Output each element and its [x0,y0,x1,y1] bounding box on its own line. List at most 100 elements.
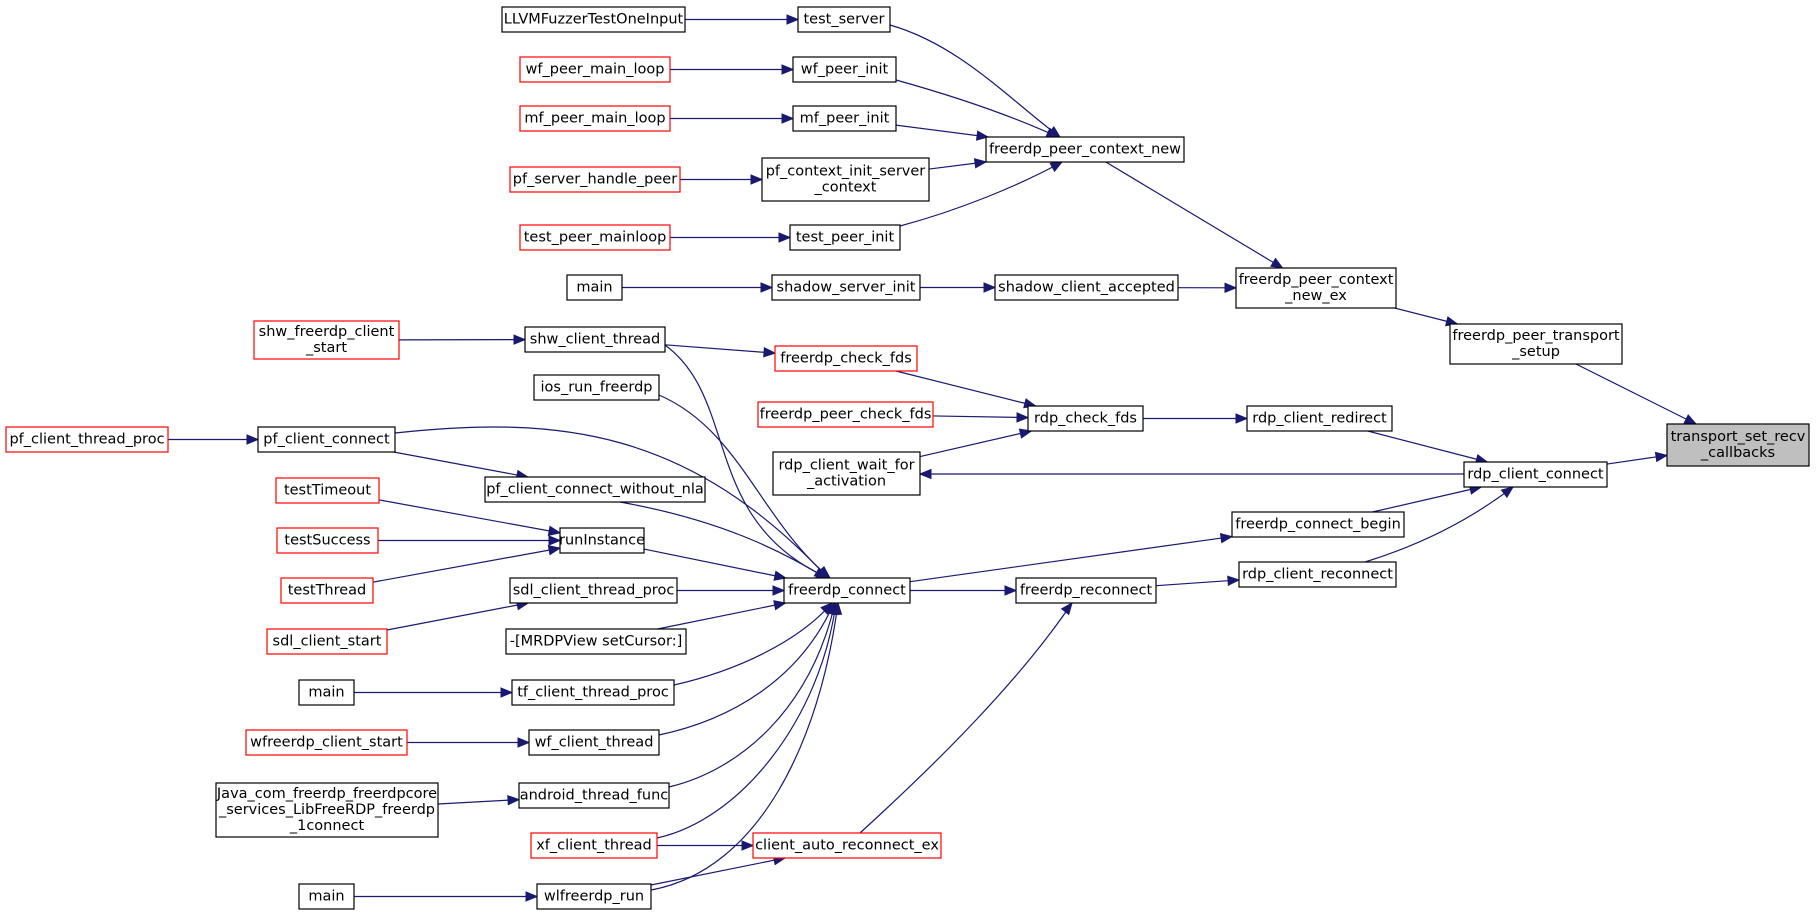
node-box[interactable] [772,451,921,496]
node-pf_context_init_server_context[interactable]: pf_context_init_server_context [761,157,930,202]
node-box[interactable] [280,577,374,604]
node-box[interactable] [1027,405,1144,432]
node-shw_client_thread[interactable]: shw_client_thread [524,326,666,353]
node-box[interactable] [253,320,400,360]
node-wfreerdp_client_start[interactable]: wfreerdp_client_start [245,729,408,756]
node-box[interactable] [511,679,675,706]
node-main_3[interactable]: main [298,883,355,910]
node-pf_server_handle_peer[interactable]: pf_server_handle_peer [509,166,681,193]
node-main_2[interactable]: main [298,679,355,706]
node-box[interactable] [1015,577,1157,604]
node-shw_freerdp_client_start[interactable]: shw_freerdp_client_start [253,320,400,360]
node-box[interactable] [519,105,671,132]
node-android_thread_func[interactable]: android_thread_func [518,782,670,809]
node-box[interactable] [1235,267,1397,309]
node-pf_client_connect[interactable]: pf_client_connect [257,426,396,453]
node-sdl_client_start[interactable]: sdl_client_start [266,628,388,655]
node-xf_client_thread[interactable]: xf_client_thread [530,832,658,859]
node-box[interactable] [275,477,380,504]
node-box[interactable] [761,157,930,202]
node-rdp_client_connect[interactable]: rdp_client_connect [1463,461,1608,488]
node-box[interactable] [1666,423,1810,467]
node-box[interactable] [566,274,623,301]
node-box[interactable] [792,56,897,83]
node-freerdp_connect_begin[interactable]: freerdp_connect_begin [1231,511,1405,538]
node-freerdp_connect[interactable]: freerdp_connect [783,577,911,604]
node-box[interactable] [519,224,671,251]
node-shadow_server_init[interactable]: shadow_server_init [771,274,921,301]
node-box[interactable] [1449,323,1623,365]
node-box[interactable] [533,374,660,401]
node-freerdp_peer_context_new[interactable]: freerdp_peer_context_new [985,136,1185,163]
node-wf_client_thread[interactable]: wf_client_thread [528,729,660,756]
node-box[interactable] [752,832,942,859]
node-box[interactable] [484,476,706,503]
node-box[interactable] [509,577,678,604]
node-box[interactable] [771,274,921,301]
node-box[interactable] [519,56,671,83]
node-pf_client_connect_without_nla[interactable]: pf_client_connect_without_nla [484,476,706,503]
node-mf_peer_main_loop[interactable]: mf_peer_main_loop [519,105,671,132]
node-llvmfuzzer[interactable]: LLVMFuzzerTestOneInput [501,6,686,33]
node-box[interactable] [509,166,681,193]
node-box[interactable] [518,782,670,809]
node-test_peer_init[interactable]: test_peer_init [789,224,901,251]
node-transport_set_recv_callbacks[interactable]: transport_set_recv_callbacks [1666,423,1810,467]
node-box[interactable] [1238,561,1397,588]
node-freerdp_peer_transport_setup[interactable]: freerdp_peer_transport_setup [1449,323,1623,365]
node-box[interactable] [757,401,934,428]
node-box[interactable] [524,326,666,353]
node-testTimeout[interactable]: testTimeout [275,477,380,504]
node-box[interactable] [215,782,439,838]
node-rdp_client_reconnect[interactable]: rdp_client_reconnect [1238,561,1397,588]
node-box[interactable] [530,832,658,859]
node-box[interactable] [1231,511,1405,538]
node-sdl_client_thread_proc[interactable]: sdl_client_thread_proc [509,577,678,604]
node-freerdp_peer_context_new_ex[interactable]: freerdp_peer_context_new_ex [1235,267,1397,309]
node-mrdpview_setcursor[interactable]: -[MRDPView setCursor:] [505,628,687,655]
node-box[interactable] [559,527,645,554]
node-box[interactable] [5,426,169,453]
node-ios_run_freerdp[interactable]: ios_run_freerdp [533,374,660,401]
node-freerdp_peer_check_fds[interactable]: freerdp_peer_check_fds [757,401,934,428]
node-box[interactable] [985,136,1185,163]
node-box[interactable] [298,883,355,910]
node-box[interactable] [783,577,911,604]
node-box[interactable] [528,729,660,756]
node-wf_peer_main_loop[interactable]: wf_peer_main_loop [519,56,671,83]
node-box[interactable] [1463,461,1608,488]
node-rdp_client_wait_for_activation[interactable]: rdp_client_wait_for_activation [772,451,921,496]
node-box[interactable] [505,628,687,655]
node-main_1[interactable]: main [566,274,623,301]
node-box[interactable] [789,224,901,251]
node-shadow_client_accepted[interactable]: shadow_client_accepted [994,274,1179,301]
node-wlfreerdp_run[interactable]: wlfreerdp_run [536,883,652,910]
node-rdp_check_fds[interactable]: rdp_check_fds [1027,405,1144,432]
node-box[interactable] [994,274,1179,301]
node-box[interactable] [257,426,396,453]
node-box[interactable] [245,729,408,756]
node-rdp_client_redirect[interactable]: rdp_client_redirect [1246,405,1393,432]
node-testSuccess[interactable]: testSuccess [276,527,379,554]
node-java_libfreerdp_connect[interactable]: Java_com_freerdp_freerdpcore_services_Li… [215,782,439,838]
node-pf_client_thread_proc[interactable]: pf_client_thread_proc [5,426,169,453]
node-testThread[interactable]: testThread [280,577,374,604]
node-freerdp_reconnect[interactable]: freerdp_reconnect [1015,577,1157,604]
node-box[interactable] [536,883,652,910]
node-test_peer_mainloop[interactable]: test_peer_mainloop [519,224,671,251]
node-box[interactable] [266,628,388,655]
node-box[interactable] [792,105,897,132]
node-tf_client_thread_proc[interactable]: tf_client_thread_proc [511,679,675,706]
node-freerdp_check_fds[interactable]: freerdp_check_fds [774,345,918,372]
node-wf_peer_init[interactable]: wf_peer_init [792,56,897,83]
node-box[interactable] [276,527,379,554]
node-test_server[interactable]: test_server [797,6,891,33]
node-box[interactable] [797,6,891,33]
node-box[interactable] [298,679,355,706]
node-box[interactable] [774,345,918,372]
node-box[interactable] [501,6,686,33]
node-mf_peer_init[interactable]: mf_peer_init [792,105,897,132]
node-client_auto_reconnect_ex[interactable]: client_auto_reconnect_ex [752,832,942,859]
node-box[interactable] [1246,405,1393,432]
node-runInstance[interactable]: runInstance [559,527,645,554]
